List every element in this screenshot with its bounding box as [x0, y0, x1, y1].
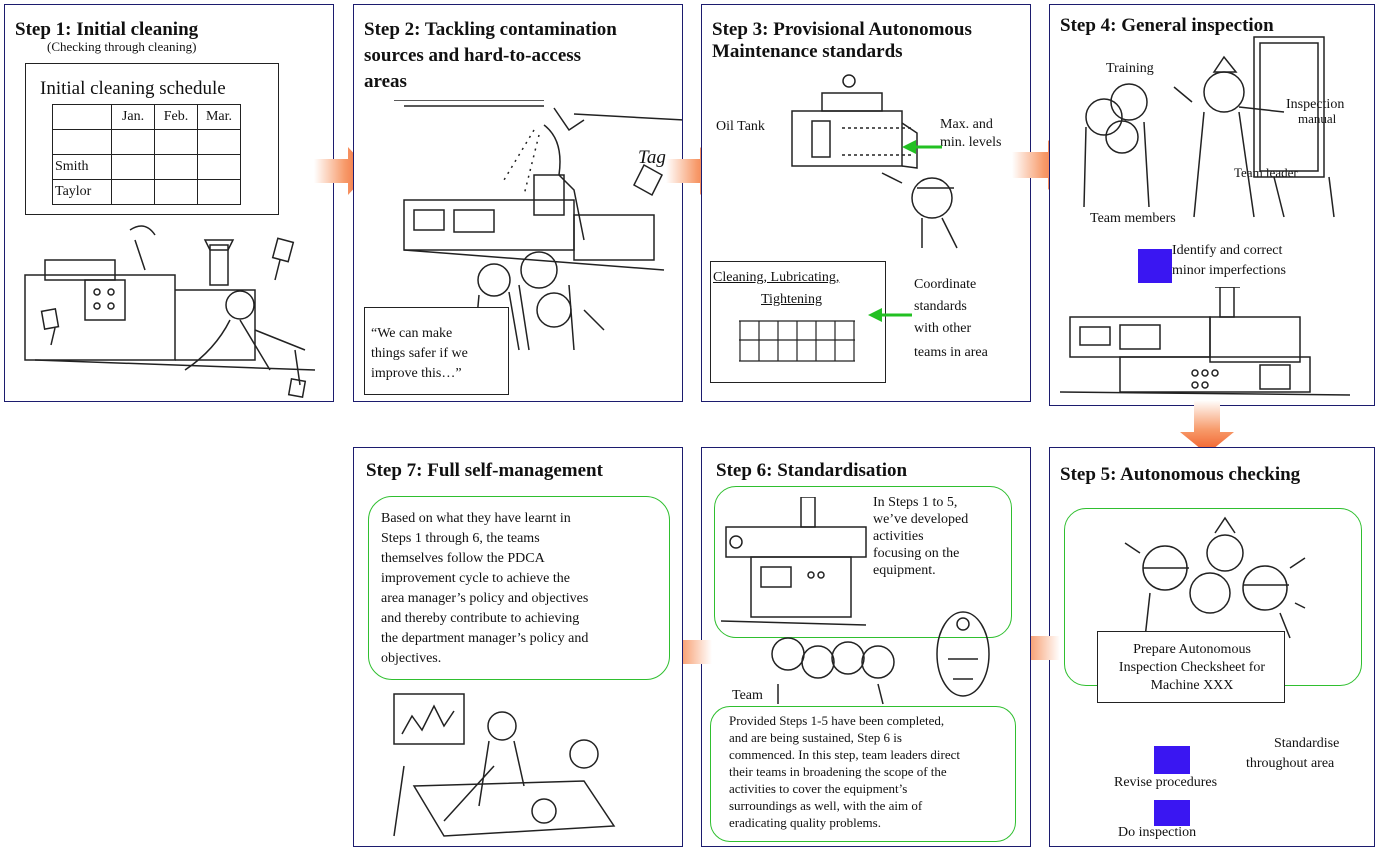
team-label: Team [732, 688, 763, 703]
step3-title-line2: Maintenance standards [712, 41, 903, 62]
step5-bubble: Prepare Autonomous Inspection Checksheet… [1064, 508, 1362, 703]
revise-label: Revise procedures [1114, 775, 1218, 790]
standardise-line1: Standardise [1274, 736, 1340, 751]
step7-bubble: Based on what they have learnt in Steps … [368, 496, 670, 680]
step2-title-line1: Step 2: Tackling contamination [364, 19, 617, 40]
workers-illustration [1124, 516, 1306, 639]
clt-line1: Cleaning, Lubricating, [713, 270, 840, 285]
step2-title-line3: areas [364, 71, 407, 92]
step2-title-line2: sources and hard-to-access [364, 45, 582, 66]
levels-line2: min. levels [940, 135, 1002, 150]
s7-line: improvement cycle to achieve the [381, 571, 570, 586]
desc-line: surroundings as well, with the aim of [729, 798, 923, 813]
checksheet-line3: Machine XXX [1150, 678, 1234, 693]
coord-line2: standards [914, 299, 967, 314]
cleaning-schedule-note: Initial cleaning schedule Jan.Feb.Mar. S… [25, 63, 279, 215]
machine-illustration [1060, 287, 1351, 396]
step3-panel: Step 3: Provisional Autonomous Maintenan… [701, 4, 1031, 402]
step4-title: Step 4: General inspection [1060, 15, 1274, 36]
clt-line2: Tightening [761, 292, 822, 307]
oil-tank-label: Oil Tank [716, 119, 765, 134]
bubble-line3: activities [873, 529, 924, 544]
month-header: Mar. [197, 104, 241, 130]
bubble-line2: we’ve developed [873, 512, 969, 527]
bubble-line4: focusing on the [873, 546, 960, 561]
step1-title: Step 1: Initial cleaning [15, 19, 199, 40]
standards-sheet: Cleaning, Lubricating, Tightening [710, 261, 886, 383]
step7-title: Step 7: Full self-management [366, 460, 603, 481]
bubble-line1: In Steps 1 to 5, [873, 495, 958, 510]
tag-label: Tag [638, 147, 666, 168]
coord-line3: with other [914, 321, 972, 336]
month-header: Jan. [111, 104, 155, 130]
step3-title-line1: Step 3: Provisional Autonomous [712, 19, 972, 40]
checksheet-note: Prepare Autonomous Inspection Checksheet… [1097, 631, 1285, 703]
green-arrow-icon [868, 308, 912, 322]
checksheet-line1: Prepare Autonomous [1133, 642, 1251, 657]
contamination-machine-illustration [394, 100, 682, 351]
step6-title: Step 6: Standardisation [716, 460, 908, 481]
quote-line3: improve this…” [371, 366, 462, 381]
schedule-name: Taylor [52, 179, 112, 205]
do-inspection-label: Do inspection [1118, 825, 1197, 840]
coord-line4: teams in area [914, 345, 988, 360]
identify-line1: Identify and correct [1172, 243, 1283, 258]
s7-line: and thereby contribute to achieving [381, 611, 580, 626]
team-illustration [771, 611, 990, 705]
green-arrow-icon [902, 140, 942, 154]
desc-line: commenced. In this step, team leaders di… [729, 747, 961, 762]
s7-line: Steps 1 through 6, the teams [381, 531, 540, 546]
desc-line: Provided Steps 1-5 have been completed, [729, 713, 945, 728]
s7-line: area manager’s policy and objectives [381, 591, 589, 606]
standardise-line2: throughout area [1246, 756, 1335, 771]
s7-line: themselves follow the PDCA [381, 551, 545, 566]
desc-line: eradicating quality problems. [729, 815, 881, 830]
manual-line1: Inspection [1286, 97, 1345, 112]
meeting-illustration [393, 693, 616, 837]
speech-bubble: “We can make things safer if we improve … [364, 307, 509, 395]
desc-line: activities to cover the equipment’s [729, 781, 908, 796]
machine-illustration [721, 497, 867, 626]
manual-line2: manual [1298, 111, 1337, 126]
training-label: Training [1106, 61, 1154, 76]
worker-cleaning-illustration [24, 225, 316, 398]
step5-panel: Step 5: Autonomous checking Prepare Auto… [1049, 447, 1375, 847]
schedule-title: Initial cleaning schedule [40, 78, 226, 99]
desc-line: their teams in broadening the scope of t… [729, 764, 947, 779]
levels-line1: Max. and [940, 117, 993, 132]
step5-title: Step 5: Autonomous checking [1060, 464, 1301, 485]
schedule-table: Jan.Feb.Mar. Smith Taylor [52, 104, 241, 205]
quote-line1: “We can make [371, 326, 453, 341]
s7-line: Based on what they have learnt in [381, 511, 571, 526]
coord-line1: Coordinate [914, 277, 977, 292]
s7-line: the department manager’s policy and [381, 631, 589, 646]
highlight-square [1154, 800, 1190, 826]
highlight-square [1154, 746, 1190, 774]
schedule-name: Smith [52, 154, 112, 180]
step6-desc-bubble: Provided Steps 1-5 have been completed, … [710, 706, 1016, 842]
s7-line: objectives. [381, 651, 442, 666]
step1-panel: Step 1: Initial cleaning (Checking throu… [4, 4, 334, 402]
identify-line2: minor imperfections [1172, 263, 1286, 278]
highlight-square [1138, 249, 1172, 283]
checksheet-line2: Inspection Checksheet for [1118, 660, 1266, 675]
quote-line2: things safer if we [371, 346, 468, 361]
step2-panel: Step 2: Tackling contamination sources a… [353, 4, 683, 402]
step1-subtitle: (Checking through cleaning) [47, 39, 197, 54]
standards-grid [739, 320, 855, 362]
training-illustration [1083, 36, 1335, 218]
team-members-label: Team members [1090, 211, 1176, 226]
step6-panel: Step 6: Standardisation In Steps 1 to 5,… [701, 447, 1031, 847]
step7-panel: Step 7: Full self-management Based on wh… [353, 447, 683, 847]
oil-tank-illustration [791, 74, 958, 249]
step4-panel: Step 4: General inspection Training Insp… [1049, 4, 1375, 406]
bubble-line5: equipment. [873, 563, 936, 578]
desc-line: and are being sustained, Step 6 is [729, 730, 902, 745]
down-arrow-icon [1180, 400, 1234, 454]
month-header: Feb. [154, 104, 198, 130]
